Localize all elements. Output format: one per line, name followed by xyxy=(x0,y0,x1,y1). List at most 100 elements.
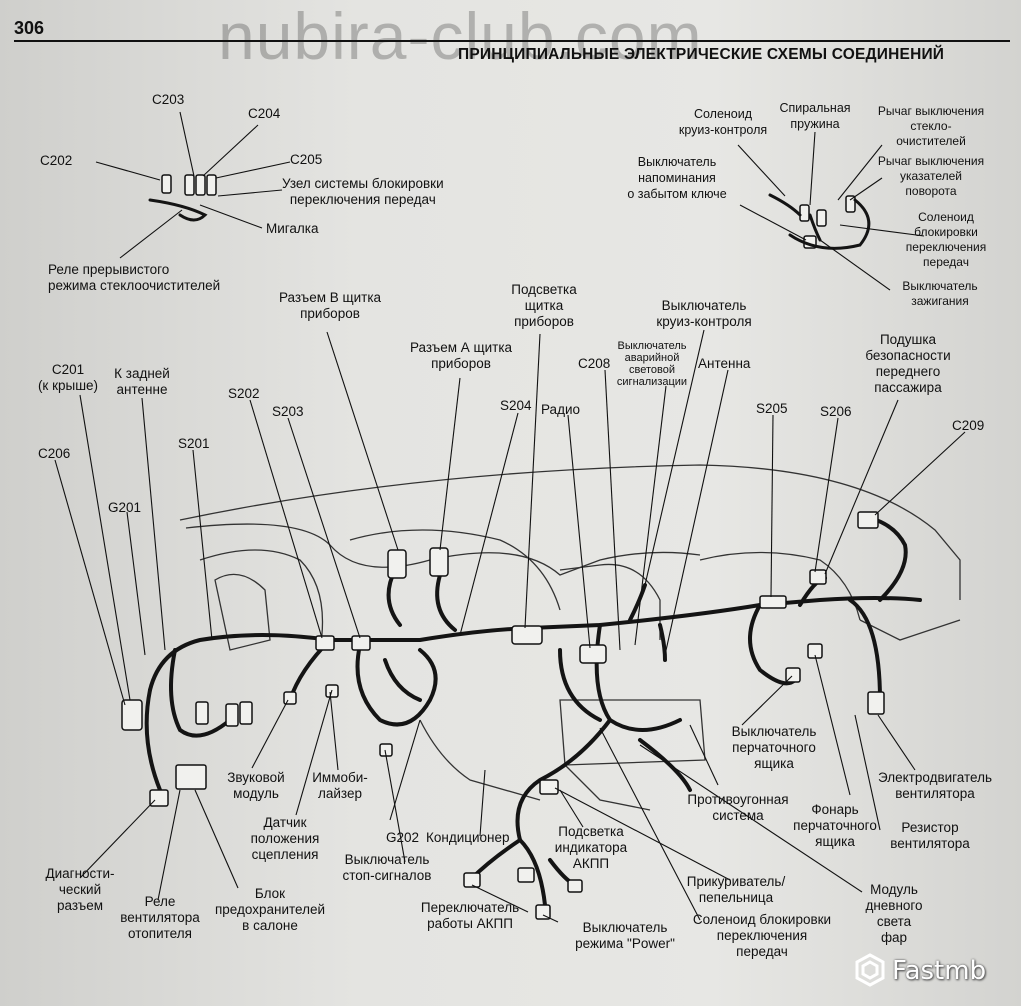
label-cruise-switch-line1: Выключатель xyxy=(661,298,747,313)
connector-c206 xyxy=(121,699,143,731)
label-lighter-line1: Прикуриватель/ xyxy=(686,874,786,889)
label-key-reminder-line2: напоминания xyxy=(638,171,716,185)
label-hazard-switch-line1: Выключатель xyxy=(617,340,687,352)
label-glovebox-lamp-line1: Фонарь xyxy=(811,802,859,817)
label-drl-module-line2: дневного xyxy=(865,898,923,913)
label-glovebox-switch-line2: перчаточного xyxy=(732,740,816,755)
label-at-indicator-line2: индикатора xyxy=(554,840,628,855)
label-blower-motor-line2: вентилятора xyxy=(895,786,975,801)
label-heater-relay-line1: Реле xyxy=(144,894,176,909)
label-at-mode-switch-line1: Переключатель xyxy=(420,900,520,915)
label-rear-antenna: К задней антенне xyxy=(104,366,180,398)
label-diagnostic-line1: Диагности- xyxy=(45,866,115,881)
label-shift-solenoid-top-line4: передач xyxy=(923,255,969,269)
label-drl-module-line3: света xyxy=(876,914,912,929)
label-immobilizer-line2: лайзер xyxy=(318,786,362,801)
label-wiper-lever-line3: очистителей xyxy=(896,134,966,148)
label-clock-spring-line2: пружина xyxy=(790,117,840,131)
label-s203: S203 xyxy=(272,404,304,419)
label-cruise-solenoid: Соленоид круиз-контроля xyxy=(668,106,778,138)
label-drl-module-line1: Модуль xyxy=(870,882,918,897)
label-clutch-sensor-line1: Датчик xyxy=(263,815,307,830)
label-key-reminder: Выключатель напоминания о забытом ключе xyxy=(612,154,742,202)
label-shift-lock-line1: Узел системы блокировки xyxy=(282,176,444,191)
label-rear-antenna-line2: антенне xyxy=(116,382,168,397)
label-hazard-switch: Выключатель аварийной световой сигнализа… xyxy=(612,340,692,388)
connector-turn-lever xyxy=(845,195,856,213)
label-fuse-block-line2: предохранителей xyxy=(214,902,326,917)
label-airbag: Подушка безопасности переднего пассажира xyxy=(848,332,968,396)
label-shift-solenoid-bottom: Соленоид блокировки переключения передач xyxy=(680,912,844,960)
label-cluster-a: Разъем А щитка приборов xyxy=(396,340,526,372)
shift-solenoid-connector xyxy=(567,879,583,893)
label-wiper-lever: Рычаг выключения стекло- очистителей xyxy=(866,104,996,149)
section-title: ПРИНЦИПИАЛЬНЫЕ ЭЛЕКТРИЧЕСКИЕ СХЕМЫ СОЕДИ… xyxy=(458,46,945,63)
label-lighter-line2: пепельница xyxy=(698,890,774,905)
label-blower-motor: Электродвигатель вентилятора xyxy=(870,770,1000,802)
connector-c203 xyxy=(184,174,195,196)
label-glovebox-lamp-line3: ящика xyxy=(815,834,855,849)
label-glovebox-switch-line1: Выключатель xyxy=(731,724,817,739)
connectors xyxy=(121,174,885,920)
label-power-switch-line2: режима "Power" xyxy=(575,936,675,951)
glovebox-lamp-connector xyxy=(807,643,823,659)
label-cluster-a-line2: приборов xyxy=(431,356,491,371)
label-shift-solenoid-bottom-line3: передач xyxy=(736,944,788,959)
label-airbag-line3: переднего xyxy=(875,364,941,379)
label-shift-solenoid-top-line2: блокировки xyxy=(914,225,978,239)
label-antitheft-line2: система xyxy=(712,808,764,823)
label-at-indicator-line1: Подсветка xyxy=(558,824,624,839)
blower-motor-connector xyxy=(867,691,885,715)
dashboard-outline xyxy=(179,464,961,811)
label-turn-lever-line3: поворота xyxy=(905,184,957,198)
label-airbag-line4: пассажира xyxy=(874,380,942,395)
at-indicator-connector xyxy=(517,867,535,883)
label-key-reminder-line3: о забытом ключе xyxy=(627,187,727,201)
label-cruise-solenoid-line1: Соленоид xyxy=(693,107,753,121)
splice-s205 xyxy=(759,595,787,609)
label-cruise-solenoid-line2: круиз-контроля xyxy=(678,123,768,137)
label-c205: C205 xyxy=(290,152,323,167)
label-heater-relay-line3: отопителя xyxy=(128,926,192,941)
power-switch-connector xyxy=(535,904,551,920)
label-drl-module-line4: фар xyxy=(880,930,908,945)
label-cruise-switch-line2: круиз-контроля xyxy=(656,314,752,329)
watermark: nubira-club.com xyxy=(218,0,703,73)
label-heater-relay: Реле вентилятора отопителя xyxy=(110,894,210,942)
connector-diagnostic xyxy=(149,789,169,807)
label-horn-module: Звуковой модуль xyxy=(216,770,296,802)
label-drl-module: Модуль дневного света фар xyxy=(846,882,942,946)
relay-connector-1 xyxy=(195,701,209,725)
label-blower-resistor-line2: вентилятора xyxy=(890,836,970,851)
label-wiper-relay-line2: режима стеклоочистителей xyxy=(48,278,221,293)
label-blower-resistor: Резистор вентилятора xyxy=(880,820,980,852)
label-turn-lever: Рычаг выключения указателей поворота xyxy=(866,154,996,199)
fuse-block-box xyxy=(175,764,207,790)
connector-clock-spring xyxy=(799,204,810,222)
label-c203: C203 xyxy=(152,92,185,107)
connector-cluster-a xyxy=(429,547,449,577)
connector-c205 xyxy=(206,174,217,196)
label-cluster-a-line1: Разъем А щитка xyxy=(409,340,513,355)
label-ignition-switch-line2: зажигания xyxy=(911,294,969,308)
label-glovebox-switch-line3: ящика xyxy=(754,756,794,771)
label-g201: G201 xyxy=(108,500,142,515)
label-cluster-light-line1: Подсветка xyxy=(511,282,577,297)
label-diagnostic-line3: разъем xyxy=(57,898,103,913)
label-c208: C208 xyxy=(578,356,611,371)
label-s205: S205 xyxy=(756,401,788,416)
label-shift-solenoid-top: Соленоид блокировки переключения передач xyxy=(896,210,996,270)
label-c201: C201 (к крыше) xyxy=(30,362,106,394)
label-shift-lock-assembly: Узел системы блокировки переключения пер… xyxy=(282,176,444,208)
label-turn-lever-line1: Рычаг выключения xyxy=(877,154,985,168)
label-blower-resistor-line1: Резистор xyxy=(901,820,959,835)
label-diagnostic-line2: ческий xyxy=(58,882,102,897)
label-g202: G202 xyxy=(386,830,420,845)
label-c206: C206 xyxy=(38,446,71,461)
label-cruise-switch: Выключатель круиз-контроля xyxy=(642,298,766,330)
label-diagnostic: Диагности- ческий разъем xyxy=(30,866,130,914)
label-shift-solenoid-top-line3: переключения xyxy=(905,240,987,254)
label-antenna: Антенна xyxy=(698,356,751,371)
